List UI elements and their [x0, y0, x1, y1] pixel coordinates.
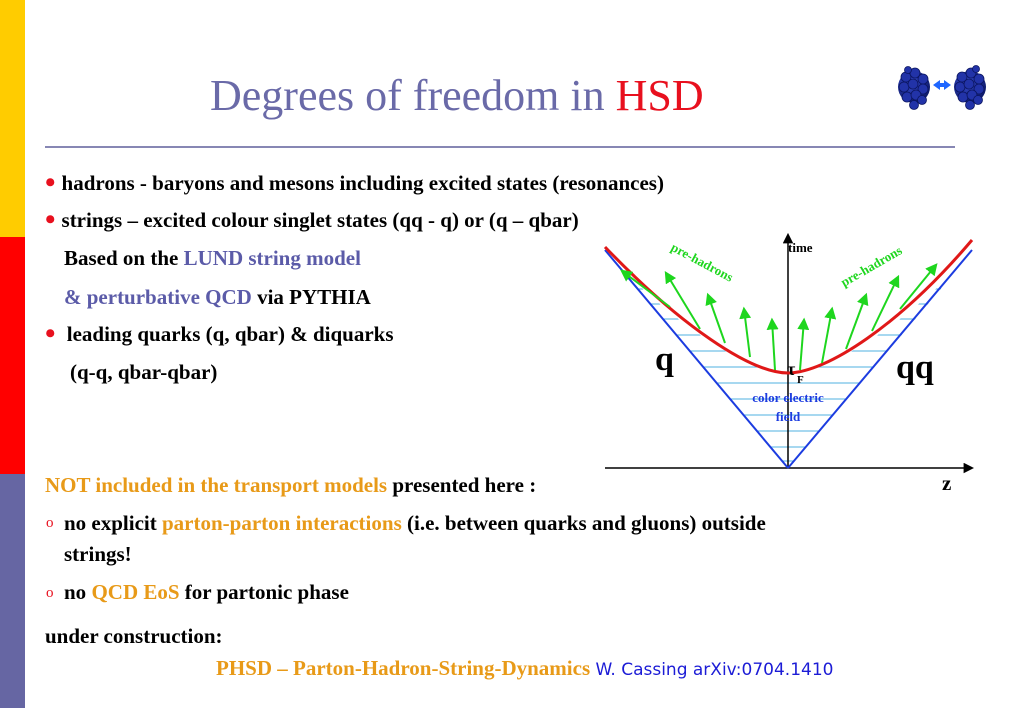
field-label-line1: color electric	[752, 390, 824, 405]
no-eos-rest: for partonic phase	[179, 580, 349, 604]
construction-label: under construction:	[45, 624, 223, 648]
quark-label: q	[655, 341, 674, 378]
no-eos-prefix: no	[64, 580, 92, 604]
time-label: time	[788, 240, 813, 255]
sidebar-red-block	[0, 237, 25, 474]
bullet-quarks-text: leading quarks (q, qbar) & diquarks	[61, 322, 394, 346]
field-label-line2: field	[776, 409, 801, 424]
lund-line: Based on the LUND string model	[64, 246, 361, 271]
nucleus-collision-icon	[898, 65, 986, 110]
sidebar-yellow-block	[0, 0, 25, 237]
quarks-line2-text: (q-q, qbar-qbar)	[70, 360, 218, 384]
no-eos-item: no QCD EoS for partonic phase	[64, 580, 349, 605]
phsd-title: PHSD – Parton-Hadron-String-Dynamics	[216, 656, 591, 680]
cone-right	[787, 249, 973, 469]
slide-title: Degrees of freedom in HSD	[210, 70, 704, 121]
bullet-strings: •strings – excited colour singlet states…	[45, 205, 579, 235]
no-parton-rest: (i.e. between quarks and gluons) outside	[401, 511, 766, 535]
string-fragmentation-diagram: time z q qq τ F color electric field pre…	[600, 232, 980, 495]
not-included-heading: NOT included in the transport models pre…	[45, 473, 536, 498]
no-eos-highlight: QCD EoS	[91, 580, 180, 604]
cone-left	[604, 249, 789, 469]
string-breaking-hyperbola	[603, 239, 974, 375]
title-divider	[45, 146, 955, 148]
lund-link: LUND string model	[183, 246, 361, 270]
phsd-line: PHSD – Parton-Hadron-String-Dynamics W. …	[216, 656, 833, 681]
no-parton-prefix: no explicit	[64, 511, 162, 535]
no-parton-item: no explicit parton-parton interactions (…	[64, 511, 766, 536]
no-parton-line2: strings!	[64, 542, 132, 566]
pythia-suffix: via PYTHIA	[251, 285, 371, 309]
no-parton-highlight: parton-parton interactions	[162, 511, 402, 535]
item-marker: o	[46, 585, 54, 601]
bullet-hadrons: •hadrons - baryons and mesons including …	[45, 168, 664, 198]
not-included-rest: presented here :	[387, 473, 537, 497]
prehadron-arrows	[620, 263, 938, 371]
bullet-strings-text: strings – excited colour singlet states …	[61, 208, 579, 232]
bullet-quarks: • leading quarks (q, qbar) & diquarks	[45, 319, 394, 349]
item-marker: o	[46, 515, 54, 531]
z-label: z	[942, 471, 951, 495]
pqcd-link: & perturbative QCD	[64, 285, 252, 309]
slide-sidebar	[0, 0, 25, 708]
diquark-label: qq	[896, 349, 934, 386]
not-included-highlight: NOT included in the transport models	[45, 473, 388, 497]
bullet-marker: •	[45, 317, 56, 350]
quarks-line2: (q-q, qbar-qbar)	[70, 360, 217, 385]
title-main: Degrees of freedom in	[210, 71, 616, 120]
arxiv-credit: W. Cassing arXiv:0704.1410	[590, 660, 834, 680]
tau-label: τ	[787, 359, 796, 379]
bullet-hadrons-text: hadrons - baryons and mesons including e…	[61, 171, 664, 195]
pqcd-line: & perturbative QCD via PYTHIA	[64, 285, 371, 310]
title-highlight: HSD	[615, 71, 704, 120]
sidebar-slate-block	[0, 474, 25, 708]
bullet-marker: •	[45, 166, 56, 199]
tau-subscript: F	[797, 374, 804, 386]
lund-prefix: Based on the	[64, 246, 184, 270]
bullet-marker: •	[45, 203, 56, 236]
